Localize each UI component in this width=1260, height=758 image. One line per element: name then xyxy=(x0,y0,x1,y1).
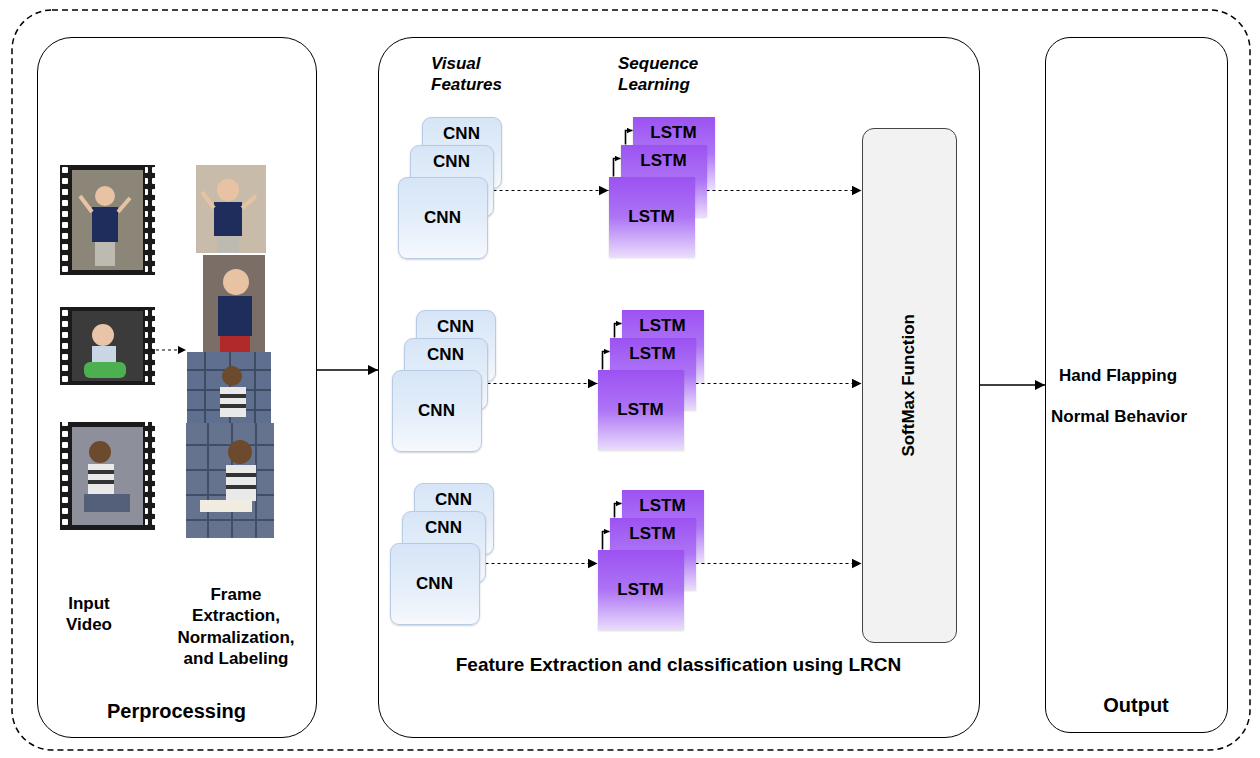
extracted-frame xyxy=(196,165,266,253)
text-slot: Sequence Learning xyxy=(618,53,728,96)
text-slot: Frame Extraction, Normalization, and Lab… xyxy=(166,584,306,669)
text-slot: Perprocessing xyxy=(38,699,315,724)
box-label: CNN xyxy=(424,207,461,228)
output-panel: Hand FlappingNormal BehaviorOutput xyxy=(1045,37,1228,733)
panel-text: Sequence Learning xyxy=(618,53,728,96)
box-label: LSTM xyxy=(617,579,663,600)
panel-title: Perprocessing xyxy=(107,699,246,724)
text-slot: Normal Behavior xyxy=(1051,406,1226,427)
box-label: LSTM xyxy=(617,399,663,420)
box-label: LSTM xyxy=(640,150,686,171)
panel-text: Hand Flapping xyxy=(1059,365,1177,386)
panel-title: Feature Extraction and classification us… xyxy=(456,653,902,677)
recurrent-arrow xyxy=(614,159,621,177)
text-slot: Visual Features xyxy=(431,53,531,96)
box-label: CNN xyxy=(425,517,462,538)
text-slot: Input Video xyxy=(53,593,125,636)
cnn-box: CNN xyxy=(390,543,480,625)
panel-text: Frame Extraction, Normalization, and Lab… xyxy=(166,584,306,669)
extracted-frame xyxy=(203,255,265,353)
lstm-box: LSTM xyxy=(598,370,684,450)
box-label: SoftMax Function xyxy=(898,314,919,457)
panel-text: Input Video xyxy=(53,593,125,636)
box-label: LSTM xyxy=(628,206,674,227)
preprocessing-panel: Input Video Frame Extraction, Normalizati… xyxy=(37,37,317,738)
panel-text: Normal Behavior xyxy=(1051,406,1187,427)
box-label: LSTM xyxy=(639,315,685,336)
flow-arrow xyxy=(684,563,862,564)
flow-arrow xyxy=(482,383,598,384)
recurrent-arrow xyxy=(626,131,633,145)
box-label: CNN xyxy=(427,344,464,365)
flow-arrow xyxy=(684,383,862,384)
video-film-strip xyxy=(60,307,155,385)
box-label: CNN xyxy=(437,316,474,337)
box-label: LSTM xyxy=(629,343,675,364)
box-label: CNN xyxy=(433,151,470,172)
recurrent-arrow xyxy=(615,504,622,518)
cnn-box: CNN xyxy=(398,177,488,259)
outer-dashed-border xyxy=(12,10,1250,750)
flow-arrow xyxy=(488,190,609,191)
softmax-box: SoftMax Function xyxy=(862,128,957,643)
box-label: CNN xyxy=(418,400,455,421)
lrcn-panel: Visual Features Sequence LearningFeature … xyxy=(378,37,980,738)
lstm-box: LSTM xyxy=(609,177,695,257)
text-slot: Output xyxy=(1046,693,1226,718)
extracted-frame xyxy=(186,423,274,538)
flow-arrow xyxy=(695,190,862,191)
box-label: LSTM xyxy=(650,122,696,143)
recurrent-arrow xyxy=(603,532,610,550)
frame-extraction-arrow xyxy=(150,349,186,350)
text-slot: Feature Extraction and classification us… xyxy=(379,653,978,677)
text-slot: Hand Flapping xyxy=(1059,365,1224,386)
extracted-frame xyxy=(187,352,271,424)
box-label: CNN xyxy=(443,123,480,144)
box-label: CNN xyxy=(435,489,472,510)
flow-arrow xyxy=(480,563,598,564)
cnn-box: CNN xyxy=(392,370,482,452)
recurrent-arrow xyxy=(615,324,622,338)
panel-title: Output xyxy=(1103,693,1169,718)
video-film-strip xyxy=(60,165,155,275)
box-label: LSTM xyxy=(639,495,685,516)
box-label: CNN xyxy=(416,573,453,594)
video-film-strip xyxy=(60,422,155,530)
box-label: LSTM xyxy=(629,523,675,544)
panel-text: Visual Features xyxy=(431,53,531,96)
recurrent-arrow xyxy=(603,352,610,370)
flow-arrow xyxy=(317,369,378,371)
lstm-box: LSTM xyxy=(598,550,684,630)
flow-arrow xyxy=(980,384,1045,386)
